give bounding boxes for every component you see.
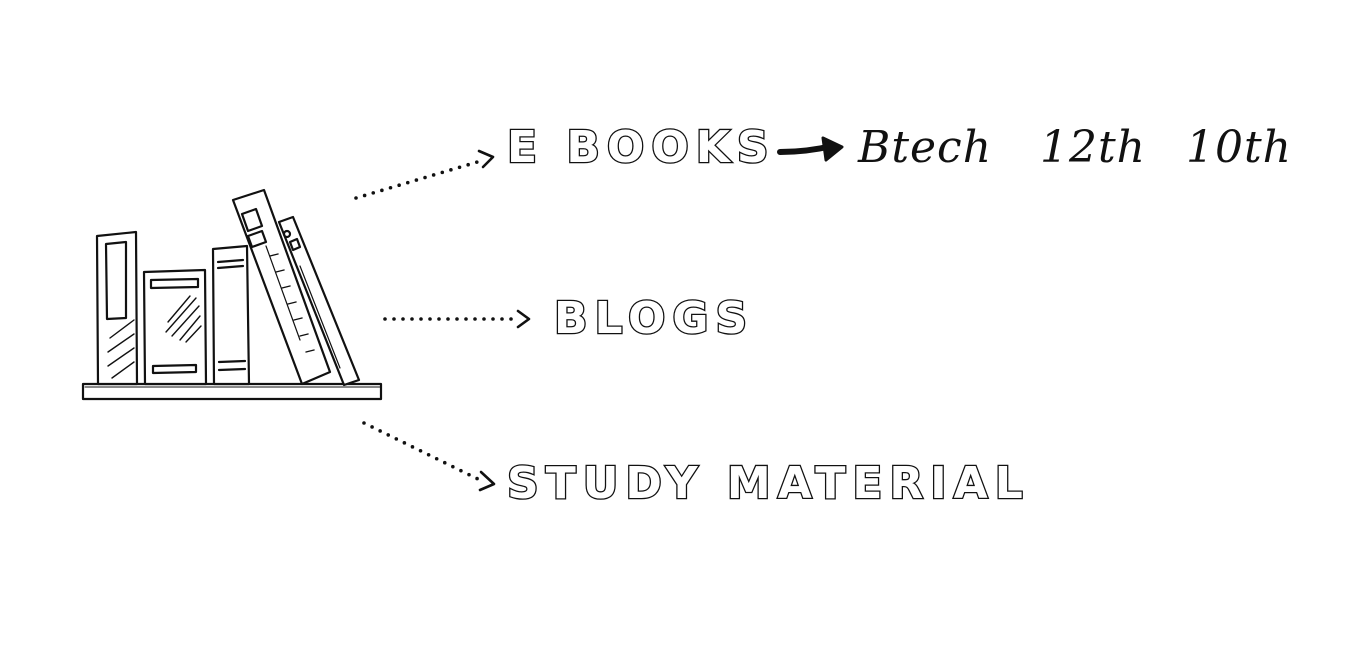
branch-study-material-label[interactable]: STUDY MATERIAL (506, 458, 1030, 509)
connector-blogs (383, 309, 531, 329)
branch-ebooks-label[interactable]: E BOOKS (506, 122, 776, 173)
connector-study-material (362, 421, 496, 492)
ebooks-child-btech[interactable]: Btech (858, 122, 993, 173)
book-1-icon (95, 230, 139, 386)
book-3-icon (211, 244, 251, 386)
bookshelf-icon (81, 188, 383, 401)
ebooks-child-12th[interactable]: 12th (1040, 122, 1147, 173)
book-2-icon (142, 268, 208, 386)
connector-ebooks (354, 149, 495, 200)
branch-blogs-label[interactable]: BLOGS (553, 293, 755, 344)
arrow-right-icon (777, 136, 844, 162)
ebooks-child-10th[interactable]: 10th (1186, 122, 1293, 173)
book-4-icon (231, 188, 332, 386)
book-5-icon (277, 215, 361, 387)
